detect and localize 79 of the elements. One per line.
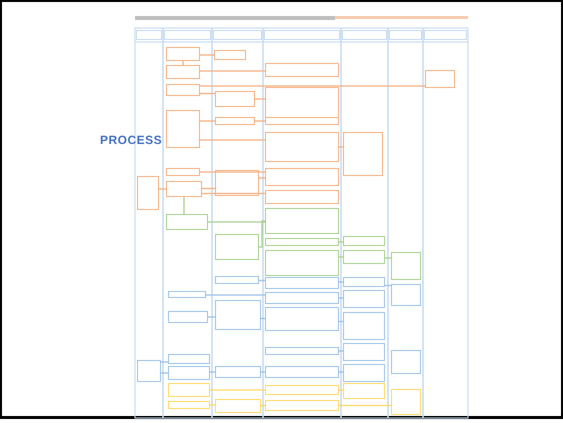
lane-header [389,30,422,40]
process-box [343,236,385,246]
process-box [215,300,261,330]
connector-line [255,98,265,100]
lane-header [164,30,211,40]
process-box [265,347,339,355]
process-box [343,277,385,287]
connector-line [200,70,265,72]
connector-line [202,192,265,194]
process-box [265,208,339,234]
process-box [391,389,421,415]
process-box [168,401,210,409]
process-box [168,291,206,298]
process-box [214,50,246,60]
connector-line [200,139,265,141]
process-box [215,117,255,125]
connector-line [200,92,215,94]
section-heading: PROCESS [100,133,162,147]
connector-line [210,389,265,391]
lane-header [213,30,262,40]
process-box [166,181,202,197]
connector-line [202,188,215,190]
connector-line [183,197,185,214]
connector-line [200,120,215,122]
process-box [391,284,421,306]
process-box [168,354,210,364]
process-box [265,250,339,276]
process-box [343,364,385,382]
process-box [168,311,208,323]
connector-line [200,171,265,173]
process-box [166,214,208,230]
process-box [391,350,421,374]
connector-line [339,404,391,406]
lane-header [342,30,387,40]
connector-line [206,294,265,296]
process-box [265,87,339,119]
connector-line [255,120,265,122]
process-box [215,366,261,378]
process-box [215,91,255,107]
process-box [343,132,383,176]
lane-header [136,30,162,40]
process-box [265,190,339,204]
process-box [265,63,339,77]
process-box [166,47,200,61]
connector-line [259,220,265,248]
process-box [166,84,200,96]
process-box [265,292,339,304]
process-box [343,290,385,308]
process-box [391,252,421,280]
process-box [166,65,200,79]
connector-line [200,54,214,56]
process-box [343,343,385,361]
process-box [343,312,385,340]
process-box [168,366,210,380]
process-box [265,238,339,246]
process-box [265,400,339,411]
lane-header [264,30,340,40]
process-box [215,170,259,196]
process-box [343,383,385,399]
connector-line [200,85,425,87]
process-box [265,307,339,331]
process-box [265,168,339,186]
process-box [166,168,200,176]
process-box [265,277,339,289]
process-box [265,366,339,378]
process-box [137,176,159,210]
process-box [215,399,261,413]
process-box [425,70,455,88]
process-box [265,132,339,162]
process-box [265,385,339,395]
process-box [265,117,339,125]
process-box [137,360,161,382]
process-box [168,383,210,397]
connector-line [208,221,265,223]
process-box [343,250,385,264]
process-box [215,234,259,260]
process-box [215,276,259,284]
lane-header [424,30,467,40]
process-box [166,110,200,148]
